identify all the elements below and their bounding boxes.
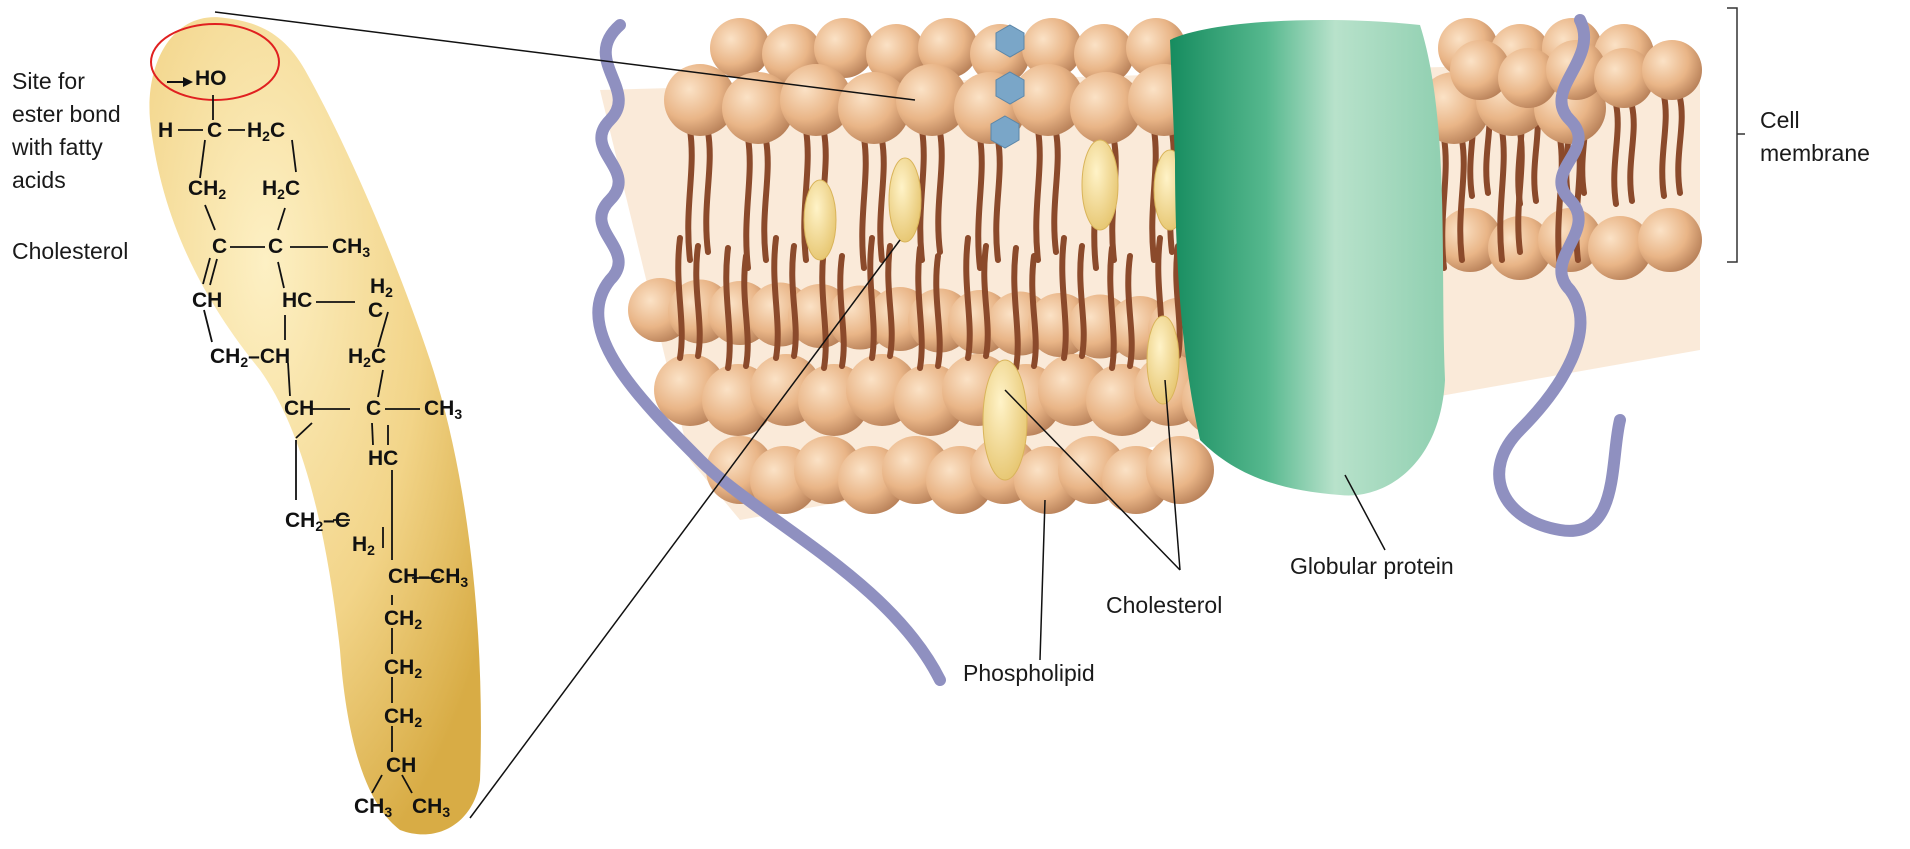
formula-H2-1: H2: [370, 276, 393, 298]
embedded-cholesterol-6: [804, 180, 836, 260]
phospholipid-tail: [984, 246, 987, 356]
phospholipid-tail: [880, 140, 883, 260]
phospholipid-tail: [1062, 238, 1065, 358]
phospholipid-tail: [978, 138, 981, 268]
phospholipid-tail: [726, 248, 729, 368]
phospholipid-tail: [1614, 104, 1617, 204]
phospholipid-tail: [744, 256, 747, 366]
formula-CH2-1: CH2: [188, 178, 226, 200]
formula-CH3-2: CH3: [424, 398, 462, 420]
formula-CH2-6: CH2: [384, 706, 422, 728]
phospholipid-tail: [938, 132, 941, 252]
embedded-cholesterol-2: [1082, 140, 1118, 230]
formula-C2: C: [212, 236, 227, 258]
cell-membrane-label-line-1: Cell: [1760, 107, 1800, 133]
phospholipid-tail: [840, 256, 843, 366]
phospholipid-tail: [870, 238, 873, 358]
globular-protein-label: Globular protein: [1290, 553, 1454, 579]
embedded-cholesterol-4: [983, 360, 1027, 480]
phospholipid-callout-line: [1040, 500, 1045, 660]
formula-C1: C: [207, 120, 222, 142]
formula-HC-2: HC: [368, 448, 398, 470]
formula-CH3-4: CH3: [412, 796, 450, 818]
phospholipid-tail: [1032, 256, 1035, 366]
phospholipid-tail: [936, 256, 939, 366]
phospholipid-tail: [764, 140, 767, 260]
phospholipid-tail: [1014, 248, 1017, 368]
phospholipid-tail: [678, 238, 681, 358]
phospholipid-tail: [1558, 138, 1561, 268]
phospholipid-tail: [696, 246, 699, 356]
formula-CH3-1: CH3: [332, 236, 370, 258]
site-label-line-2: ester bond: [12, 101, 121, 127]
phospholipid-head: [1146, 436, 1214, 504]
phospholipid-tail: [1500, 130, 1503, 260]
phospholipid-tail: [966, 238, 969, 358]
site-label-line-1: Site for: [12, 68, 85, 94]
phospholipid-tail: [774, 238, 777, 358]
phospholipid-tail: [1630, 106, 1633, 201]
phospholipid-tail: [1460, 140, 1463, 260]
phospholipid-tail: [1128, 256, 1131, 366]
formula-H2C-3: H2C: [348, 346, 386, 368]
formula-CH-1: CH: [192, 290, 222, 312]
formula-CH-CH3: CH–CH3: [388, 566, 468, 588]
formula-CH2-4: CH2: [384, 608, 422, 630]
site-label-line-3: with fatty: [12, 134, 103, 160]
embedded-cholesterol-5: [1147, 316, 1179, 404]
formula-CH2-5: CH2: [384, 657, 422, 679]
phospholipid-head: [1638, 208, 1702, 272]
formula-H2-2: H2: [352, 534, 375, 556]
formula-C5: C: [366, 398, 381, 420]
phospholipid-tail: [792, 246, 795, 356]
phospholipid-tail: [688, 130, 691, 260]
formula-H: H: [158, 120, 173, 142]
formula-H2C-2: H2C: [262, 178, 300, 200]
phospholipid-head: [1642, 40, 1702, 100]
phospholipid-tail: [1662, 96, 1665, 196]
cell-membrane-label-line-2: membrane: [1760, 140, 1870, 166]
formula-HO: HO: [195, 68, 227, 90]
formula-CH-2: CH: [284, 398, 314, 420]
cholesterol-molecule-zoom: [149, 17, 480, 834]
phospholipid-tail: [1054, 132, 1057, 252]
phospholipid-tail: [862, 138, 865, 268]
formula-H2C-1: H2C: [247, 120, 285, 142]
formula-CH3-3: CH3: [354, 796, 392, 818]
formula-C3: C: [268, 236, 283, 258]
membrane-bracket: [1727, 8, 1745, 262]
cholesterol-label-right: Cholesterol: [1106, 592, 1222, 618]
cholesterol-label-left: Cholesterol: [12, 238, 128, 264]
formula-CH2-2: CH2–CH: [210, 346, 290, 368]
phospholipid-tail: [1036, 130, 1039, 260]
phospholipid-tail: [996, 140, 999, 260]
phospholipid-tail: [918, 248, 921, 368]
formula-C4: C: [368, 300, 383, 322]
site-label-line-4: acids: [12, 167, 66, 193]
phospholipid-label: Phospholipid: [963, 660, 1095, 686]
phospholipid-tail: [888, 246, 891, 356]
phospholipid-tail: [706, 132, 709, 252]
phospholipid-head: [710, 18, 770, 78]
phospholipid-tail: [1678, 98, 1681, 193]
phospholipid-tail: [1080, 246, 1083, 356]
phospholipid-tail: [746, 138, 749, 268]
carbohydrate-chain: [991, 25, 1024, 148]
formula-CH-3: CH: [386, 755, 416, 777]
formula-HC-1: HC: [282, 290, 312, 312]
formula-CH2-3: CH2–C: [285, 510, 350, 532]
embedded-cholesterol-1: [889, 158, 921, 242]
globular-protein: [1170, 20, 1445, 496]
phospholipid-tail: [1110, 248, 1113, 368]
phospholipid-tail: [822, 248, 825, 368]
